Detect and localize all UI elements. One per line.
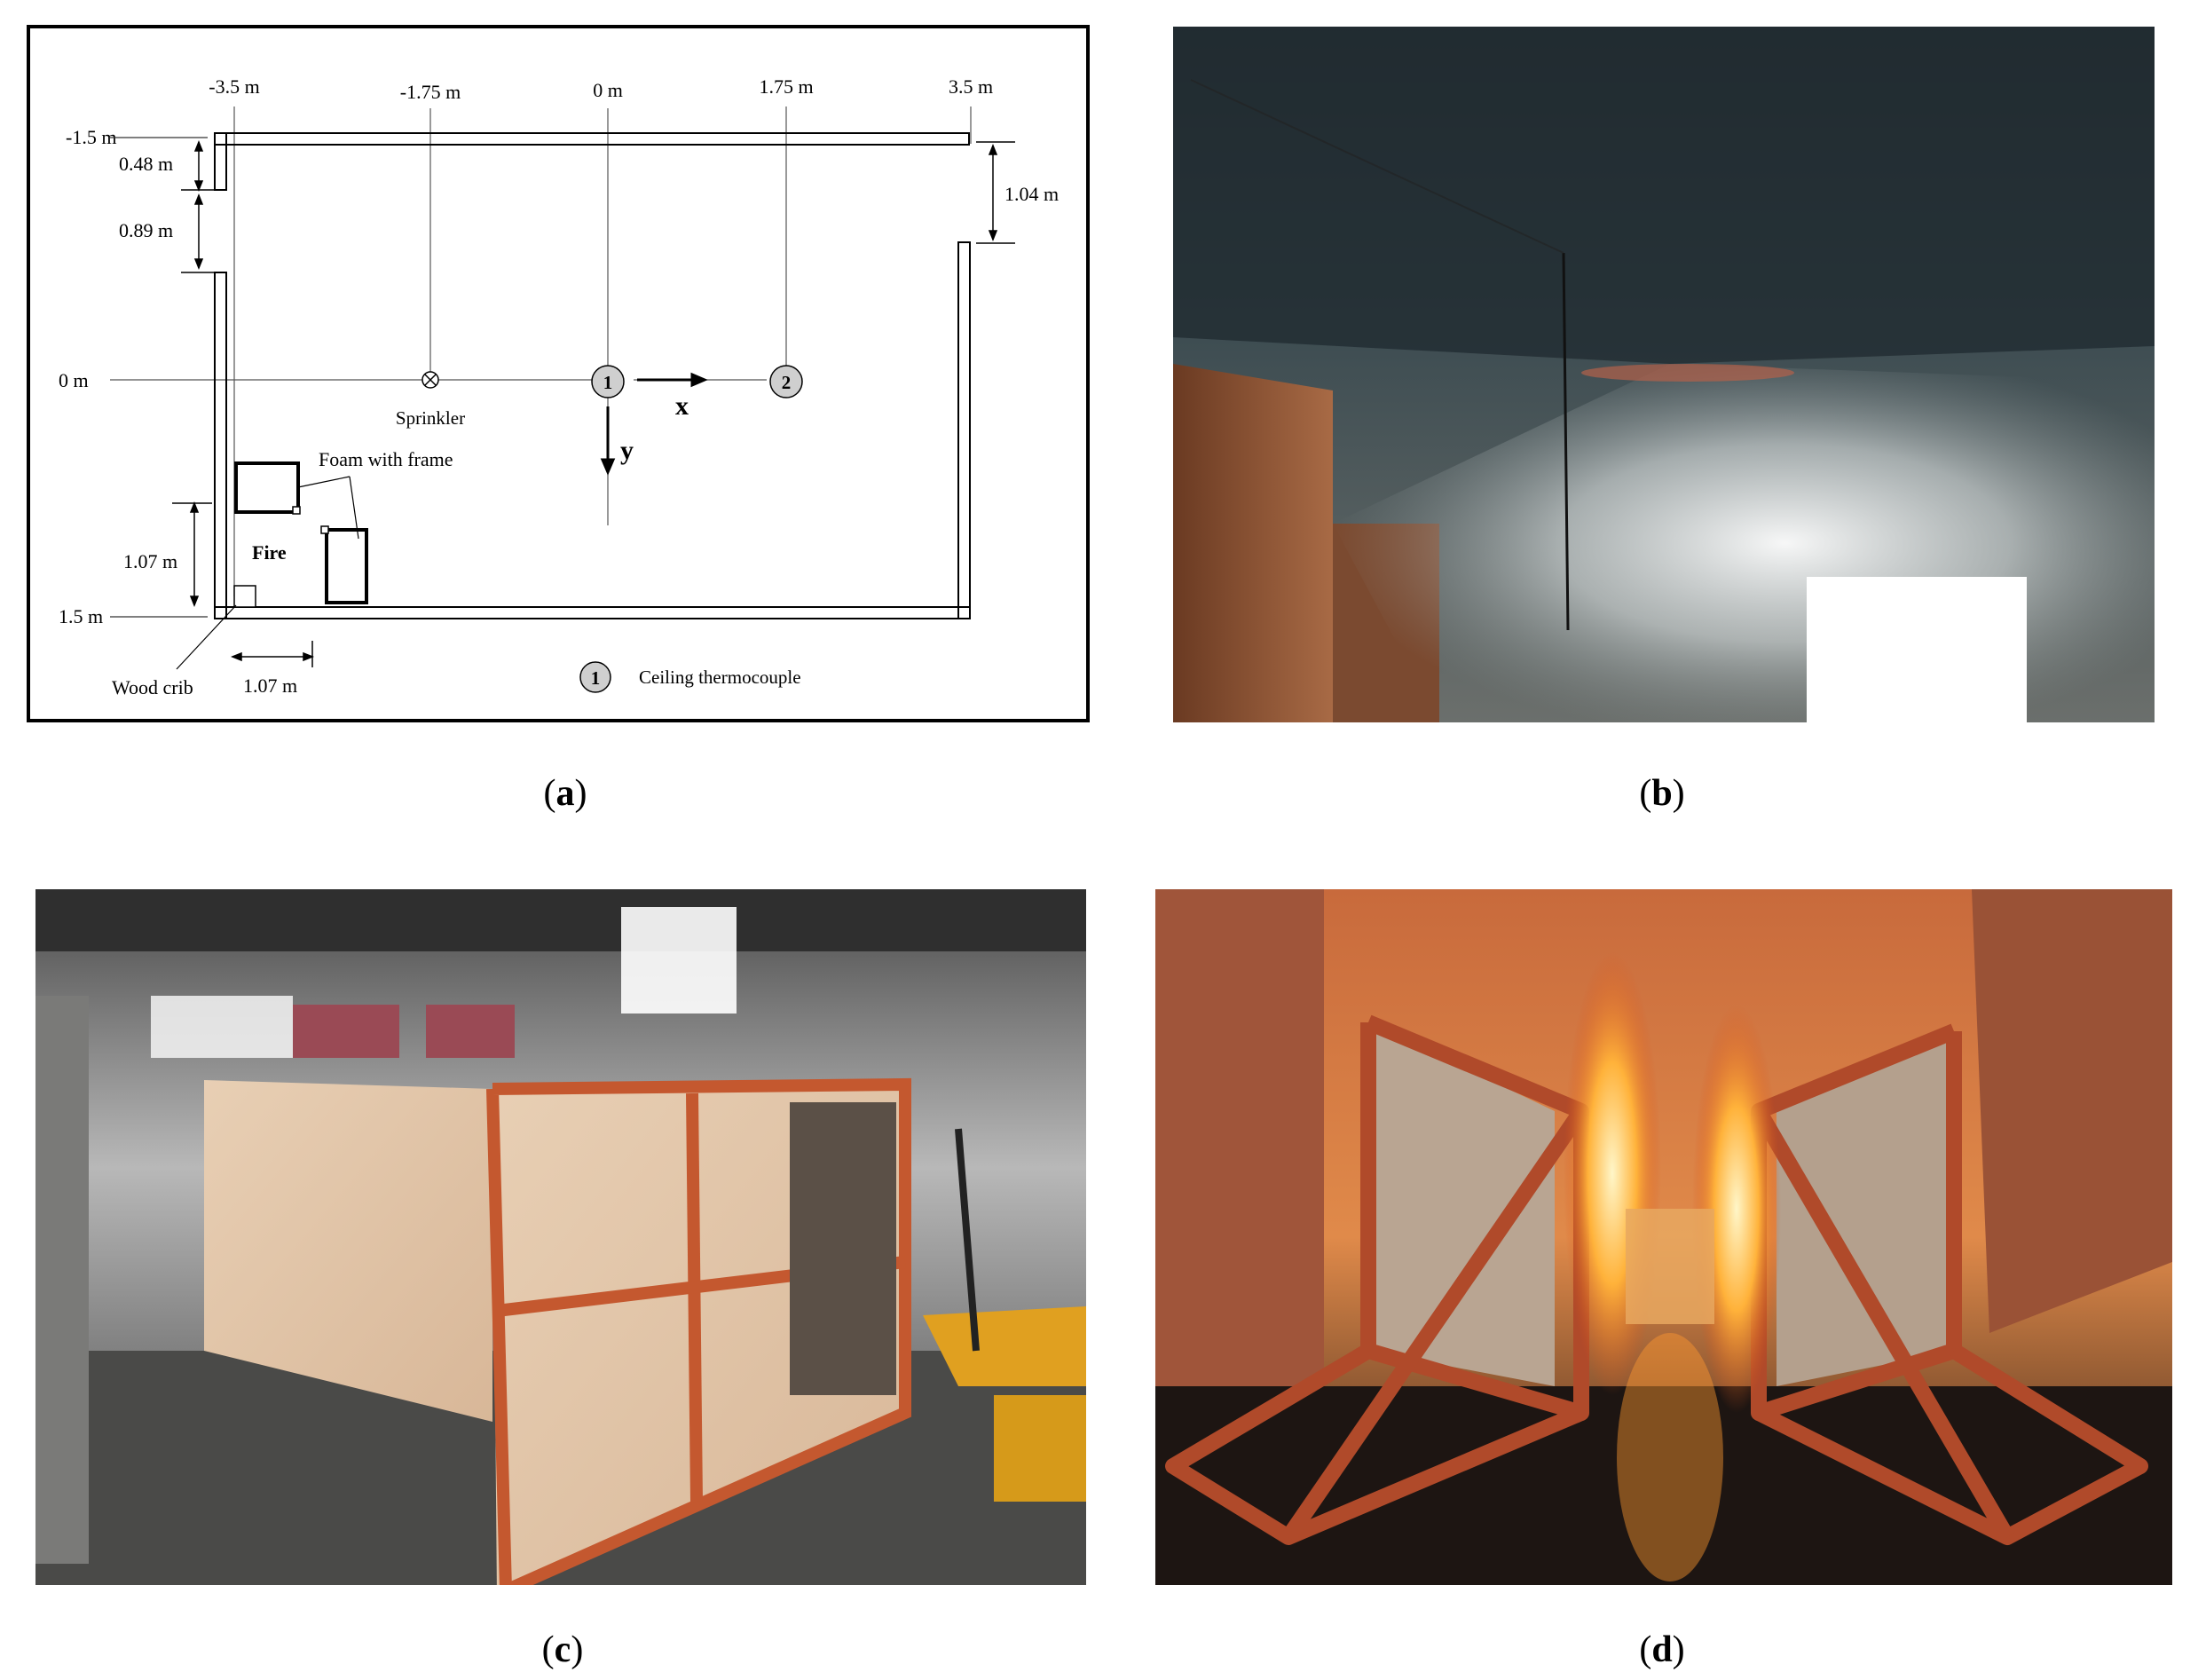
dim-1-07-horizontal: 1.07 m	[243, 674, 297, 697]
thermocouple-1: 1	[591, 365, 625, 398]
svg-text:2: 2	[782, 372, 792, 393]
foam-frames	[234, 461, 368, 604]
axis-y-label: y	[620, 436, 634, 465]
diagram-panel-a: -3.5 m -1.75 m 0 m 1.75 m 3.5 m -1.5 m 0…	[27, 25, 1090, 722]
floor-plan-diagram: -3.5 m -1.75 m 0 m 1.75 m 3.5 m -1.5 m 0…	[59, 75, 1059, 698]
dim-0-48: 0.48 m	[119, 153, 173, 175]
foam-label: Foam with frame	[319, 448, 453, 470]
y-tick-0: 0 m	[59, 369, 89, 391]
y-tick-neg-1-5: -1.5 m	[66, 126, 116, 148]
caption-b: (b)	[1639, 773, 1685, 814]
wood-crib-box	[233, 585, 256, 608]
axis-x-label: x	[675, 391, 689, 421]
svg-text:1: 1	[591, 667, 601, 689]
axis-arrows	[600, 372, 708, 476]
room-walls	[214, 132, 971, 619]
fire-label: Fire	[252, 541, 287, 564]
x-tick-3-5: 3.5 m	[949, 75, 993, 98]
x-tick-0: 0 m	[593, 79, 623, 101]
caption-d: (d)	[1639, 1629, 1685, 1670]
legend-thermocouple-symbol: 1	[579, 661, 611, 693]
wood-crib-label: Wood crib	[112, 676, 193, 698]
photo-test-compartment	[35, 889, 1086, 1585]
photo-sprinkler-spray	[1173, 27, 2155, 722]
dim-1-04: 1.04 m	[1004, 183, 1059, 205]
caption-a: (a)	[543, 773, 587, 814]
legend-label: Ceiling thermocouple	[639, 666, 801, 688]
x-tick-1-75: 1.75 m	[759, 75, 813, 98]
photo-fire-test	[1155, 889, 2172, 1585]
thermocouple-2: 2	[769, 365, 803, 398]
svg-text:1: 1	[603, 372, 613, 393]
x-tick-neg-1-75: -1.75 m	[400, 81, 461, 103]
x-tick-neg-3-5: -3.5 m	[209, 75, 259, 98]
dimension-lines	[172, 139, 998, 667]
caption-c: (c)	[541, 1629, 584, 1670]
sprinkler-icon	[421, 371, 439, 389]
y-tick-1-5: 1.5 m	[59, 605, 103, 627]
dim-0-89: 0.89 m	[119, 219, 173, 241]
sprinkler-label: Sprinkler	[396, 407, 465, 429]
dim-1-07-vertical: 1.07 m	[123, 550, 177, 572]
